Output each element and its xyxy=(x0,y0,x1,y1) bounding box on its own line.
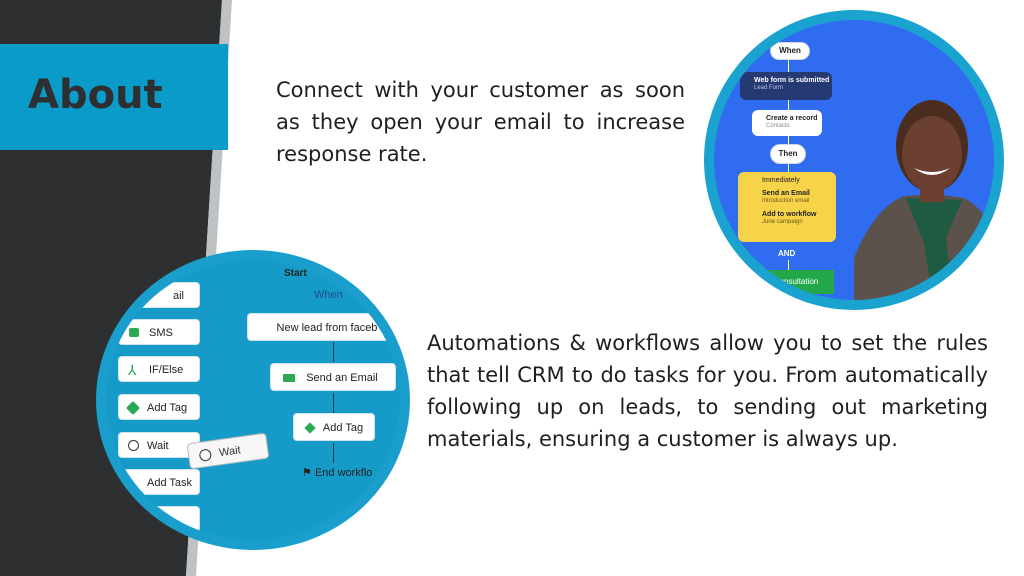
side-item-ifelse: ⅄ IF/Else xyxy=(118,356,200,382)
workflow-photo: When Web form is submitted Lead Form Cre… xyxy=(714,20,994,300)
automation-paragraph: Automations & workflows allow you to set… xyxy=(427,331,988,451)
then-pill: Then xyxy=(770,144,806,164)
clock-icon xyxy=(128,440,139,451)
workflow-photo-circle: When Web form is submitted Lead Form Cre… xyxy=(704,10,1004,310)
immediately-label: Immediately xyxy=(762,177,800,184)
create-sub: Contacts xyxy=(766,123,790,129)
create-label: Create a record xyxy=(766,115,818,122)
add-workflow-label: Add to workflow xyxy=(762,211,817,218)
send-email-box-label: Send an Email xyxy=(306,372,378,384)
trigger-label: Web form is submitted xyxy=(754,77,830,84)
side-item-sms: SMS xyxy=(118,319,200,345)
and-label: AND xyxy=(778,249,796,258)
trigger-sub: Lead Form xyxy=(754,85,784,91)
add-tag-label: Add Tag xyxy=(147,402,188,414)
sms-icon xyxy=(129,328,139,337)
tag-icon xyxy=(125,400,141,416)
branch-icon: ⅄ xyxy=(128,362,137,378)
end-workflow-label: End workflo xyxy=(314,467,373,479)
create-record-card: Create a record Contacts xyxy=(752,110,822,136)
add-tag-box: Add Tag xyxy=(293,413,375,441)
intro-paragraph: Connect with your customer as soon as th… xyxy=(276,78,685,166)
ifelse-label: IF/Else xyxy=(149,364,184,376)
workflow-builder-circle: ail SMS ⅄ IF/Else Add Tag Wait Add Task … xyxy=(96,250,410,550)
start-label: Start xyxy=(284,268,307,279)
send-email-box: Send an Email xyxy=(270,363,396,391)
woman-photo xyxy=(854,100,994,300)
side-item-blank xyxy=(118,506,200,532)
trigger-card: Web form is submitted Lead Form xyxy=(740,72,832,100)
end-workflow: ⚑ End workflo xyxy=(302,466,372,479)
side-item-email: ail xyxy=(130,282,200,308)
email-icon xyxy=(283,374,295,382)
add-workflow-sub: June campaign xyxy=(762,219,803,225)
send-email-label: Send an Email xyxy=(762,190,810,197)
new-lead-box: New lead from faceb xyxy=(247,313,400,341)
when-pill: When xyxy=(770,42,810,60)
when-label: When xyxy=(314,289,343,301)
workflow-builder: ail SMS ⅄ IF/Else Add Tag Wait Add Task … xyxy=(106,260,400,540)
side-item-wait: Wait xyxy=(118,432,200,458)
page-title: About xyxy=(28,72,163,118)
title-tab xyxy=(0,44,228,150)
actions-card: Immediately Send an Email Introduction e… xyxy=(738,172,836,242)
consultation-card: ree Consultation xyxy=(744,270,834,294)
wait-label: Wait xyxy=(147,440,169,452)
add-tag-box-label: Add Tag xyxy=(322,422,364,434)
sms-label: SMS xyxy=(149,327,173,339)
side-item-add-task: Add Task xyxy=(118,469,200,495)
wait-chip-label: Wait xyxy=(218,444,242,460)
send-email-sub: Introduction email xyxy=(762,198,810,204)
tag-box-icon xyxy=(304,422,316,434)
flag-icon: ⚑ xyxy=(302,467,312,479)
wait-chip-clock-icon xyxy=(198,448,213,462)
side-item-add-tag: Add Tag xyxy=(118,394,200,420)
